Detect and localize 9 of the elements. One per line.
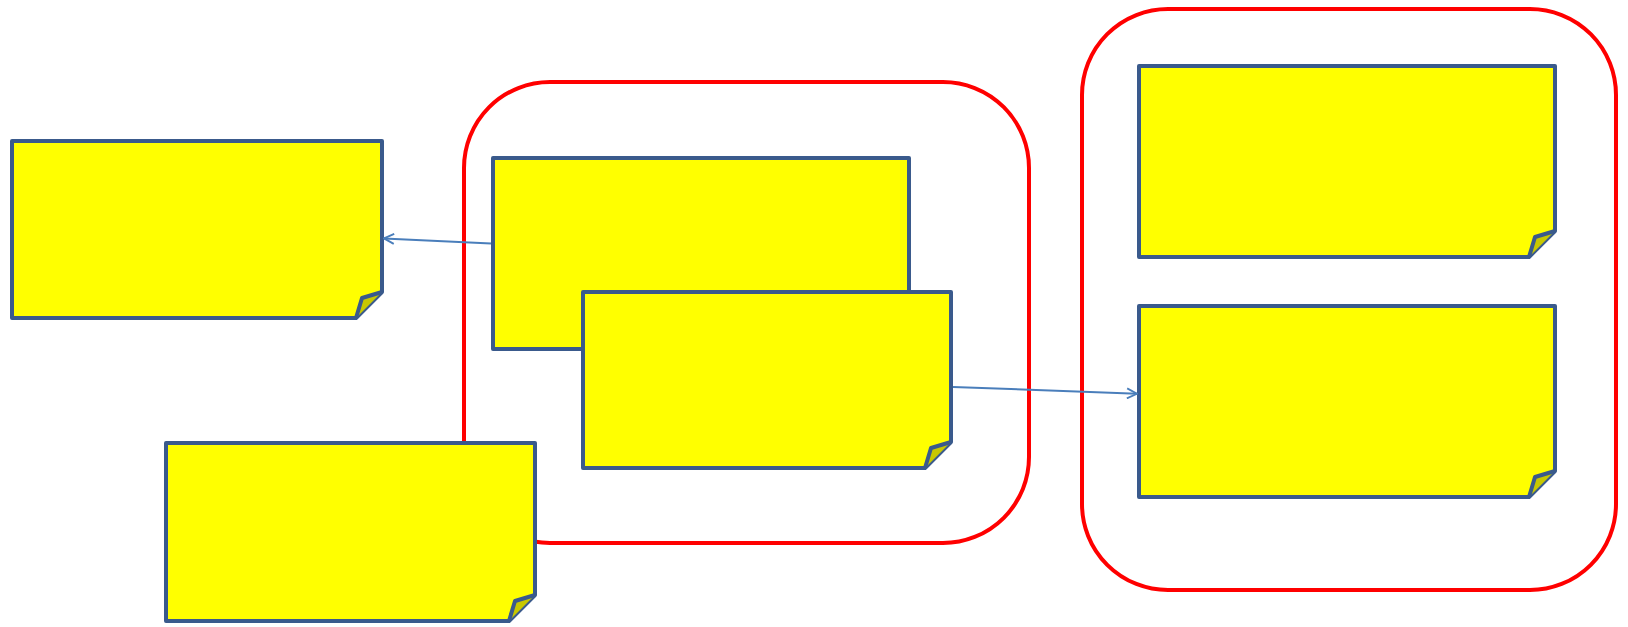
sticky-note bbox=[164, 441, 537, 623]
sticky-note bbox=[1137, 304, 1557, 499]
arrow bbox=[952, 385, 1138, 400]
arrow bbox=[383, 233, 492, 245]
group-frame bbox=[1080, 7, 1618, 592]
sticky-note bbox=[10, 139, 384, 320]
sticky-note bbox=[1137, 64, 1557, 259]
group-frame bbox=[462, 80, 1031, 545]
sticky-note bbox=[581, 290, 953, 470]
